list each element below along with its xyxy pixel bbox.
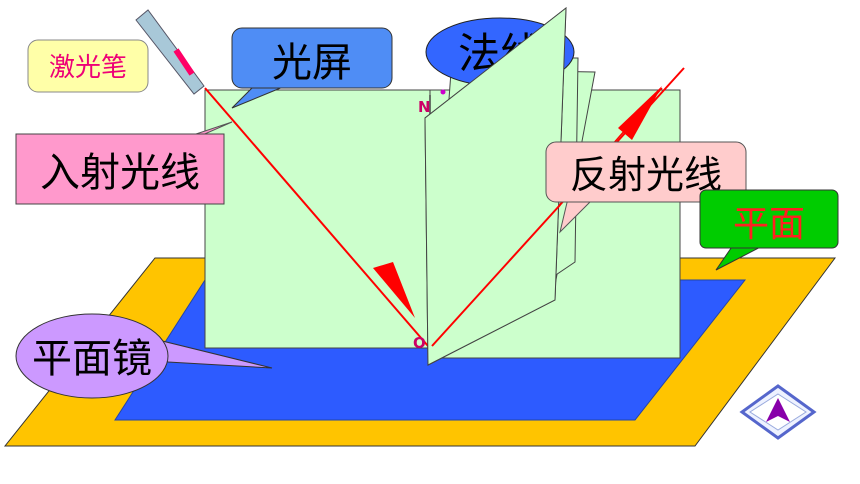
laser-pen-icon: [135, 9, 205, 95]
mirror-label: 平面镜: [32, 336, 152, 382]
incident-ray: [204, 87, 429, 347]
nav-up-button[interactable]: [739, 384, 817, 440]
screen-label: 光屏: [272, 40, 352, 86]
reflected-ray-label: 反射光线: [570, 153, 722, 197]
callout-screen: 光屏: [231, 27, 393, 109]
plane-label: 平面: [733, 204, 805, 245]
incident-ray-arrow: [373, 262, 415, 318]
normal-point-n-marker: [440, 89, 446, 95]
point-n-label: N: [418, 98, 431, 116]
reflected-ray-arrow: [618, 86, 662, 140]
callout-mirror: 平面镜: [15, 313, 273, 399]
reflected-ray-front: [431, 204, 561, 347]
up-arrow-icon: [766, 398, 790, 422]
callout-plane: 平面: [699, 189, 839, 271]
point-o-label: O: [413, 334, 426, 352]
laser-pen-label: 激光笔: [49, 53, 127, 83]
callout-laser-pen: 激光笔: [27, 39, 149, 93]
screen-fold-page-1-front: [424, 6, 567, 366]
callout-reflected-ray: 反射光线: [545, 141, 747, 234]
callout-incident-ray: 入射光线: [15, 121, 233, 205]
incident-ray-label: 入射光线: [40, 150, 200, 196]
